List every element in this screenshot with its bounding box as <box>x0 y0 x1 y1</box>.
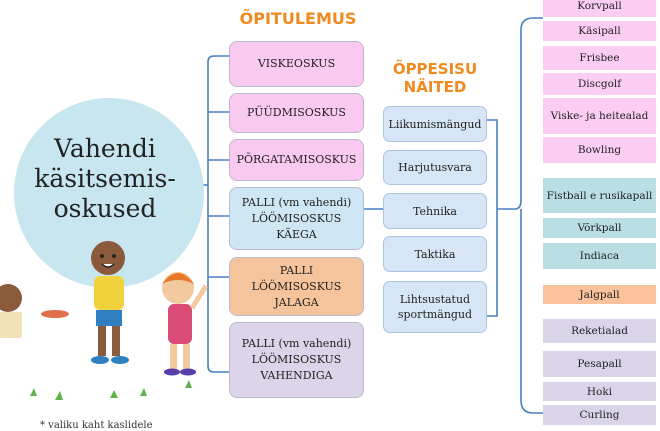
content-examples-header-line-1: ÕPPESISU <box>392 60 478 78</box>
child-left-head <box>0 284 22 312</box>
sport-volleyball: Võrkpall <box>543 218 656 238</box>
content-tactics: Taktika <box>383 236 487 272</box>
content-technique: Tehnika <box>383 193 487 229</box>
center-title-line-3: oskused <box>53 194 157 223</box>
child-right-dress <box>168 304 192 344</box>
skill-hitting-implement: PALLI (vm vahendi) LÖÖMISOSKUS VAHENDIGA <box>229 322 364 398</box>
content-movement-games: Liikumismängud <box>383 106 487 142</box>
child-middle-head <box>91 241 125 275</box>
sport-indiaca: Indiaca <box>543 243 656 269</box>
footnote: * valiku kaht kaslidele <box>40 420 153 431</box>
sport-fistball: Fistball e rusikapall <box>543 178 656 213</box>
center-title-line-2: käsitsemis- <box>34 164 176 193</box>
skill-bouncing: PÕRGATAMISOSKUS <box>229 139 364 181</box>
center-title: Vahendi käsitsemis- oskused <box>20 134 190 224</box>
content-examples-header: ÕPPESISU NÄITED <box>380 60 490 96</box>
skill-throwing: VISKEOSKUS <box>229 41 364 87</box>
skill-catching: PÜÜDMISOSKUS <box>229 93 364 133</box>
child-middle-shorts <box>96 310 122 326</box>
sport-frisbee: Frisbee <box>543 46 656 70</box>
sport-racket-sports: Reketialad <box>543 319 656 343</box>
learning-outcome-header: ÕPITULEMUS <box>239 9 357 28</box>
sport-discgolf: Discgolf <box>543 73 656 95</box>
sport-football: Jalgpall <box>543 285 656 304</box>
content-exercises: Harjutusvara <box>383 150 487 185</box>
sport-throwing-events: Viske- ja heitealad <box>543 98 656 134</box>
skill-hitting-hand: PALLI (vm vahendi) LÖÖMISOSKUS KÄEGA <box>229 187 364 250</box>
sport-hockey: Hoki <box>543 382 656 401</box>
grass-icon <box>30 380 192 400</box>
child-middle-shirt <box>94 276 124 310</box>
sport-handball: Käsipall <box>543 21 656 41</box>
content-examples-header-line-2: NÄITED <box>403 78 467 96</box>
skill-kicking: PALLI LÖÖMISOSKUS JALAGA <box>229 257 364 316</box>
children-illustration <box>0 241 209 400</box>
sport-basketball: Korvpall <box>543 0 656 17</box>
sport-curling: Curling <box>543 405 656 425</box>
sport-pesapall: Pesapall <box>543 351 656 377</box>
content-simplified-games: Lihtsustatud sportmängud <box>383 281 487 333</box>
frisbee-icon <box>41 310 69 318</box>
center-title-line-1: Vahendi <box>54 134 156 163</box>
child-left-body <box>0 312 22 338</box>
sport-bowling: Bowling <box>543 137 656 163</box>
